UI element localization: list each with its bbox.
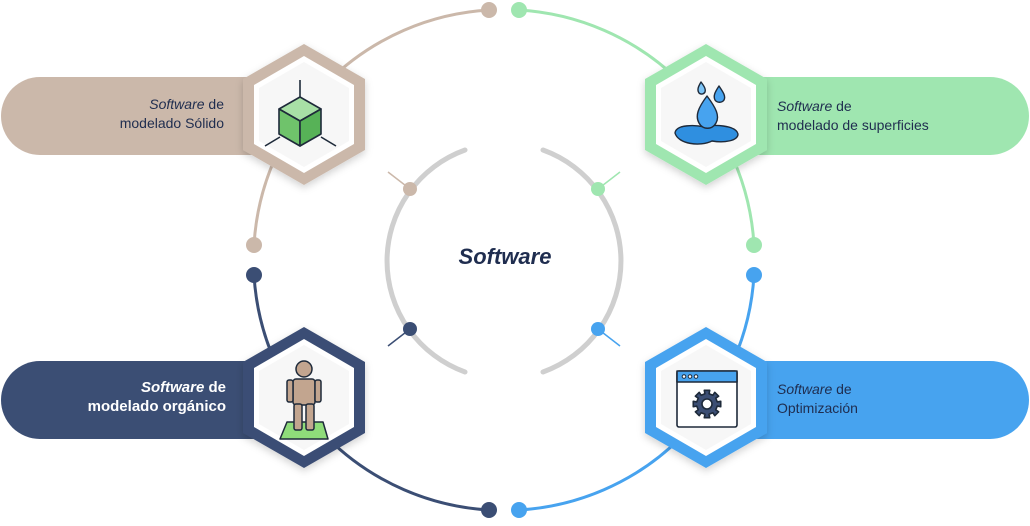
label-solid-rest: de [204,96,224,112]
label-surfaces-rest: de [832,98,852,114]
human-figure-icon [279,360,329,440]
gear-hole [701,398,713,410]
label-optim-line2: Optimización [777,400,858,416]
pill-optim [710,361,1029,439]
label-organic-line2: modelado orgánico [87,398,226,415]
label-solid-em: Software [149,96,205,112]
cube-icon [264,80,337,147]
outer-dot-solid-bottom [246,237,262,253]
inner-dot-optim [591,322,605,336]
outer-dot-optim-bottom [511,502,527,518]
inner-dot-organic [403,322,417,336]
label-surfaces: Software de modelado de superficies [777,97,1007,135]
label-surfaces-em: Software [777,98,833,114]
settings-window-icon [676,370,738,428]
outer-dot-organic-bottom [481,502,497,518]
outer-dot-surfaces-top [511,2,527,18]
water-drop-icon [674,81,739,145]
inner-arc-left [384,147,468,375]
center-title: Software [458,244,552,269]
label-organic-em: Software [140,379,205,396]
outer-dot-surfaces-bottom [746,237,762,253]
label-surfaces-line2: modelado de superficies [777,117,929,133]
label-solid-line2: modelado Sólido [119,115,224,131]
label-optim-em: Software [777,381,833,397]
label-organic: Software de modelado orgánico [40,378,226,416]
outer-dot-solid-top [481,2,497,18]
pill-surfaces [710,77,1029,155]
pill-solid [1,77,300,155]
label-optim-rest: de [832,381,852,397]
outer-dot-optim-top [746,267,762,283]
label-optim: Software de Optimización [777,380,977,418]
pill-organic [1,361,300,439]
outer-dot-organic-top [246,267,262,283]
inner-dot-surfaces [591,182,605,196]
inner-arc-right [540,147,624,375]
label-organic-rest: de [204,379,226,396]
inner-dot-solid [403,182,417,196]
label-solid: Software de modelado Sólido [60,95,224,133]
